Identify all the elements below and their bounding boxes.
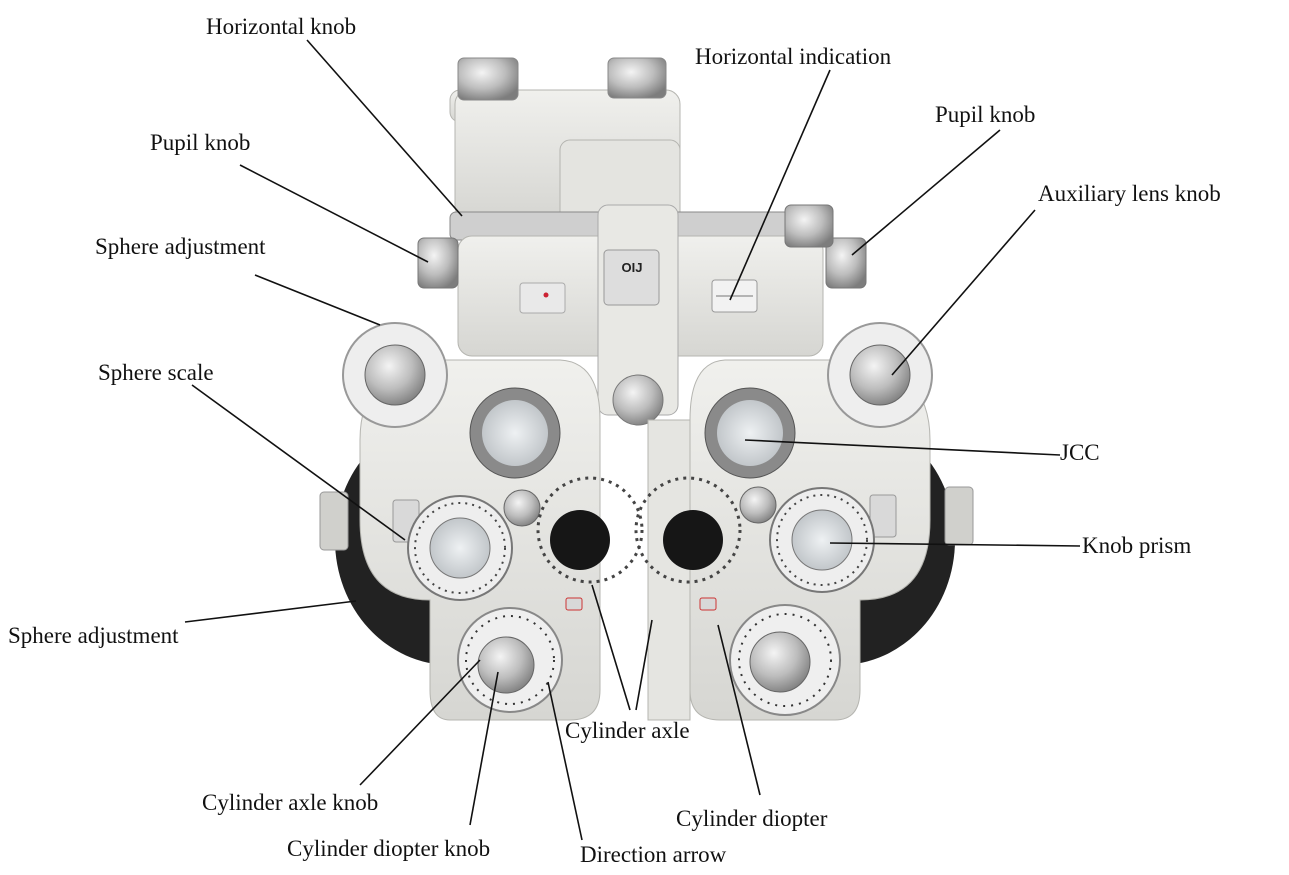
label-cylinder-diopter-knob: Cylinder diopter knob	[287, 836, 491, 861]
label-knob-prism: Knob prism	[1082, 533, 1192, 558]
window-left	[519, 282, 566, 314]
cyl-knob-right	[749, 631, 811, 693]
center-forehead-knob	[612, 374, 664, 426]
label-horizontal-knob: Horizontal knob	[206, 14, 357, 39]
cyl-knob-left	[477, 636, 535, 694]
label-sphere-adjustment-bottom: Sphere adjustment	[8, 623, 179, 648]
label-cylinder-diopter: Cylinder diopter	[676, 806, 828, 831]
right-side-bracket	[944, 486, 974, 546]
label-cylinder-axle: Cylinder axle	[565, 718, 690, 743]
label-horizontal-indication: Horizontal indication	[695, 44, 892, 69]
label-sphere-scale: Sphere scale	[98, 360, 214, 385]
top-knob-left	[457, 57, 519, 101]
label-cylinder-axle-knob: Cylinder axle knob	[202, 790, 379, 815]
horizontal-knob-right-shape	[784, 204, 834, 248]
pupil-knob-left-shape	[417, 237, 459, 289]
cyl-axle-scale-right	[634, 476, 742, 584]
bridge-mark: OIJ	[622, 260, 643, 275]
label-sphere-adjustment-top: Sphere adjustment	[95, 234, 266, 259]
label-jcc: JCC	[1060, 440, 1100, 465]
cyl-axle-scale-left	[536, 476, 644, 584]
label-pupil-knob-right: Pupil knob	[935, 102, 1036, 127]
main-lens-left	[550, 510, 610, 570]
top-knob-right	[607, 57, 667, 99]
label-auxiliary-lens-knob: Auxiliary lens knob	[1038, 181, 1221, 206]
left-side-bracket	[319, 491, 349, 551]
label-pupil-knob-left: Pupil knob	[150, 130, 251, 155]
label-direction-arrow: Direction arrow	[580, 842, 727, 867]
main-lens-right	[663, 510, 723, 570]
leader-lines	[184, 39, 1081, 841]
pupil-knob-right-shape	[825, 237, 867, 289]
